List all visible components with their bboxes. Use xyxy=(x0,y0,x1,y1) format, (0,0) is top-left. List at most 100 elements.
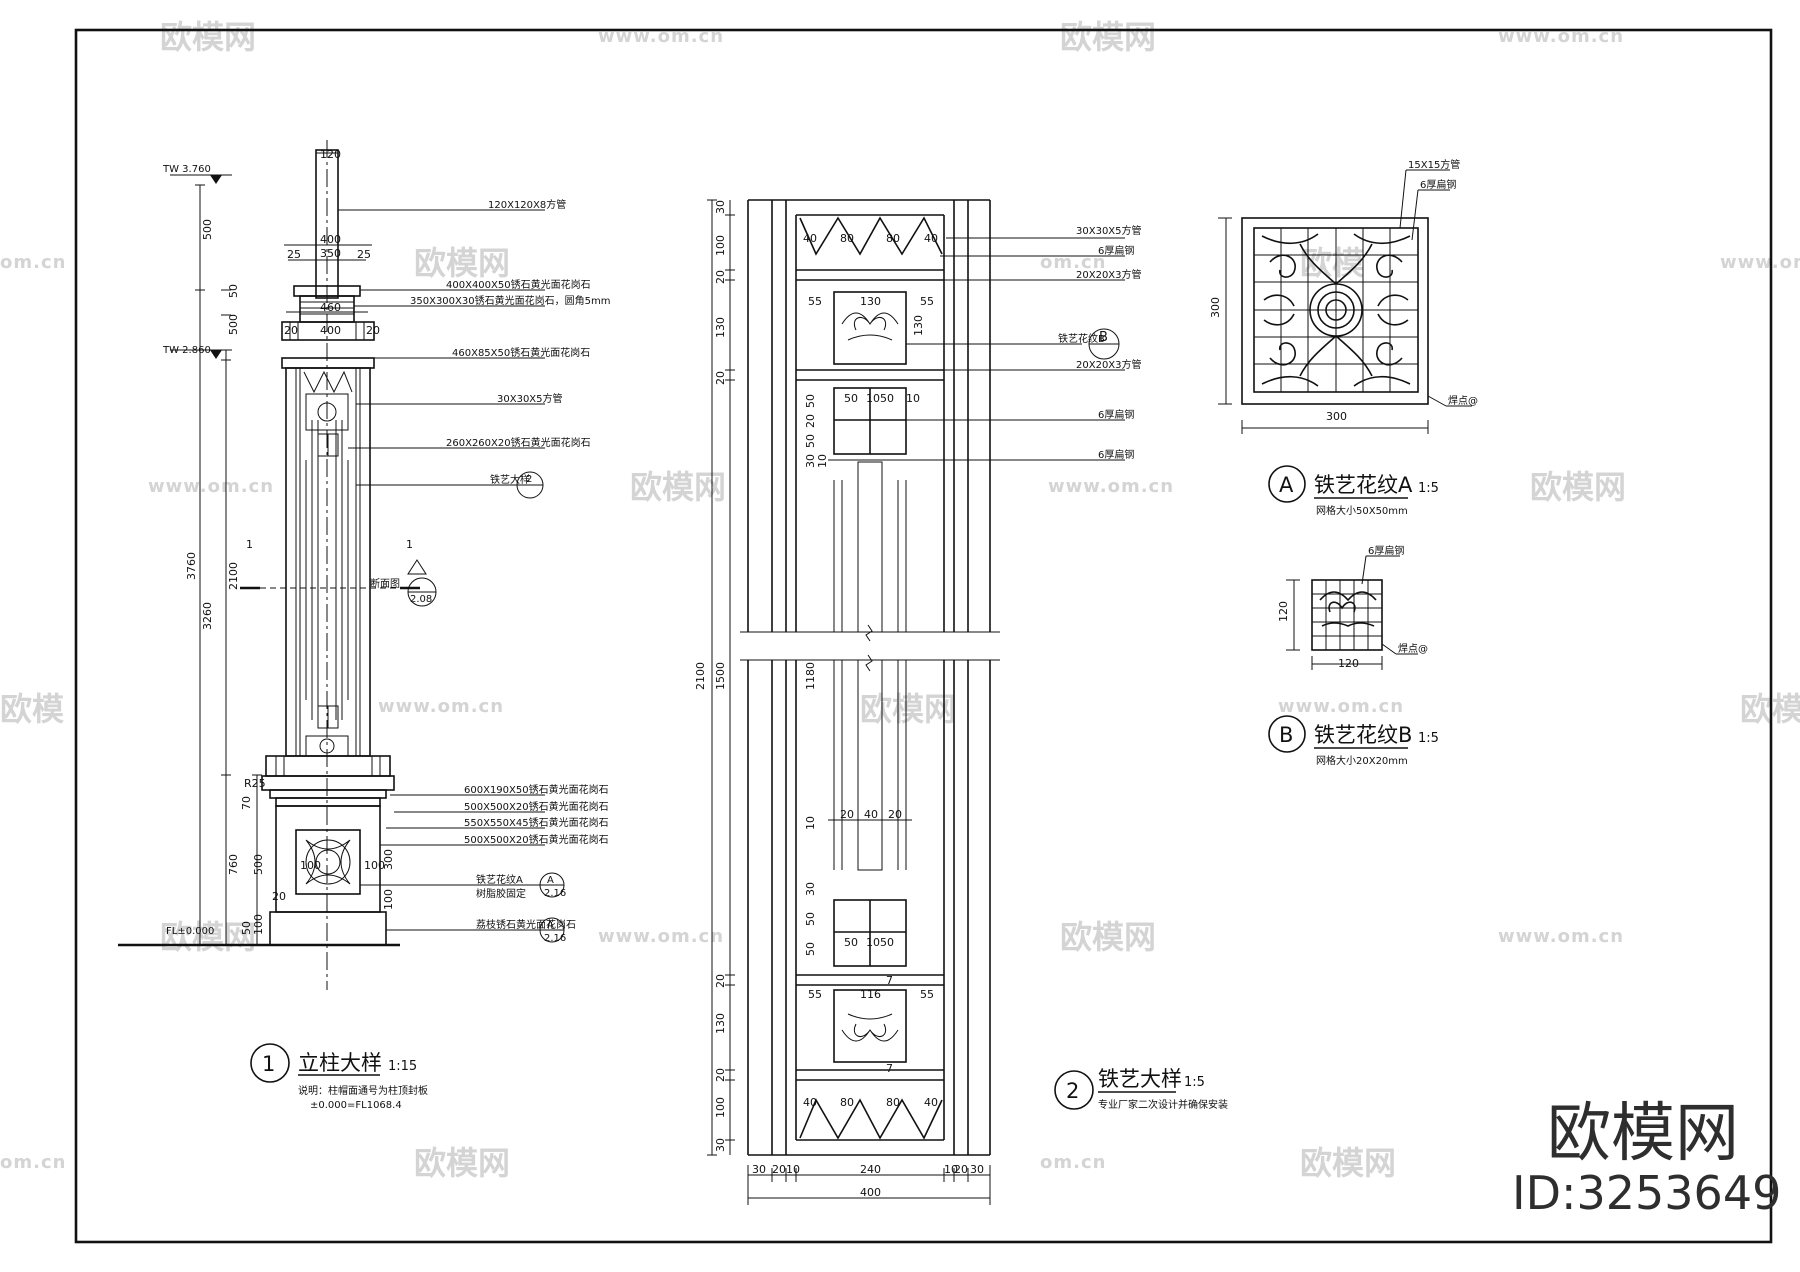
callout2-tube-20b: 20X20X3方管 xyxy=(1076,358,1142,371)
watermark-logo: 欧模网 xyxy=(414,244,510,282)
watermark-url: www.om.cn xyxy=(148,476,274,497)
watermark-url: www.om.cn xyxy=(598,926,724,947)
detail-a-scale: 1:5 xyxy=(1418,481,1439,496)
dim-460: 460 xyxy=(320,301,341,314)
watermark-logo: 欧模网 xyxy=(1530,468,1626,506)
dim-i-10c: 10 xyxy=(866,936,880,949)
callout2-flat-b: 6厚扁钢 xyxy=(1098,408,1134,421)
callout-stone-500a: 500X500X20锈石黄光面花岗石 xyxy=(464,800,609,813)
section-mark-right: 1 xyxy=(406,538,413,551)
detail-b-note: 网格大小20X20mm xyxy=(1316,754,1408,767)
dim-b-240: 240 xyxy=(860,1163,881,1176)
watermark-url: www.om.cn xyxy=(1278,696,1404,717)
watermark-url: om.cn xyxy=(0,252,66,273)
callout-stone-600: 600X190X50锈石黄光面花岗石 xyxy=(464,783,609,796)
detail-a-title: 铁艺花纹A xyxy=(1314,473,1413,497)
dim-i-50d: 50 xyxy=(880,936,894,949)
watermark-url: om.cn xyxy=(1040,252,1106,273)
dim-v-20-top: 20 xyxy=(714,270,727,284)
callout-tube-30: 30X30X5方管 xyxy=(497,392,563,405)
dim-v-20-bot: 20 xyxy=(714,1068,727,1082)
dim-25-left: 25 xyxy=(287,248,301,261)
callout-cap-400: 400X400X50锈石黄光面花岗石 xyxy=(446,278,591,291)
drawing1-title: 立柱大样 xyxy=(298,1051,382,1075)
pattern-a-detail: 300 300 15X15方管 6厚扁钢 焊点@ A 铁艺花纹A 1:5 网格大… xyxy=(1209,158,1478,517)
dim-i-130: 130 xyxy=(860,295,881,308)
bubble-ref-a1-sub: 2.16 xyxy=(544,888,566,899)
drawing1-scale: 1:15 xyxy=(388,1059,417,1074)
watermark-logo: 欧模网 xyxy=(1300,1144,1396,1182)
detail-a-note: 网格大小50X50mm xyxy=(1316,504,1408,517)
dim-20-left: 20 xyxy=(284,324,298,337)
watermark-logo: 欧模 xyxy=(0,690,64,728)
dim-400-capital: 400 xyxy=(320,324,341,337)
detail-b-callout-weld: 焊点@ xyxy=(1398,643,1428,655)
dim-i-55a: 55 xyxy=(808,295,822,308)
ironwork-detail-drawing: 30 100 20 130 20 50 20 50 30 10 2100 150… xyxy=(694,199,1228,1205)
dim-b-10a: 10 xyxy=(786,1163,800,1176)
dim-500: 500 xyxy=(201,219,214,240)
dim-i-116: 116 xyxy=(860,988,881,1001)
dim-i-80a: 80 xyxy=(840,232,854,245)
dim-v-50-b: 50 xyxy=(804,434,817,448)
dim-i-50a: 50 xyxy=(844,392,858,405)
dim-760: 760 xyxy=(227,854,240,875)
drawing1-number: 1 xyxy=(262,1052,275,1076)
watermark-url: www.om.cn xyxy=(378,696,504,717)
dim-3260: 3260 xyxy=(201,602,214,630)
dim-r25: R25 xyxy=(244,777,266,790)
watermark-layer: 欧模网 www.om.cn 欧模网 www.om.cn om.cn 欧模网 om… xyxy=(0,18,1800,1182)
dim-b-10b: 10 xyxy=(944,1163,958,1176)
dim-v-130-low: 130 xyxy=(714,1013,727,1034)
callout2-flat-a: 6厚扁钢 xyxy=(1098,244,1134,257)
dim-20-right: 20 xyxy=(366,324,380,337)
callout-cap-350: 350X300X30锈石黄光面花岗石，圆角5mm xyxy=(410,294,610,307)
dim-i-80d: 80 xyxy=(886,1096,900,1109)
dim-100-ped-low: 100 xyxy=(382,889,395,910)
callout2-flat-c: 6厚扁钢 xyxy=(1098,448,1134,461)
dim-v-50-a: 50 xyxy=(804,394,817,408)
dim-v-100-top: 100 xyxy=(714,235,727,256)
dim-300-ped: 300 xyxy=(382,849,395,870)
dim-i-55c: 55 xyxy=(808,988,822,1001)
dim-50-base: 50 xyxy=(240,921,253,935)
detail-b-scale: 1:5 xyxy=(1418,731,1439,746)
dim-i-80b: 80 xyxy=(886,232,900,245)
dim-70: 70 xyxy=(240,796,253,810)
level-label-top: TW 3.760 xyxy=(162,164,211,175)
dim-v-50-c: 50 xyxy=(804,912,817,926)
dim-b-30b: 30 xyxy=(970,1163,984,1176)
detail-b-dim-height: 120 xyxy=(1277,601,1290,622)
dim-i-130-v: 130 xyxy=(912,315,925,336)
dim-v-50-d: 50 xyxy=(804,942,817,956)
dim-i-40c: 40 xyxy=(864,808,878,821)
brand-id-text: ID:3253649 xyxy=(1512,1166,1782,1220)
dim-v-30-b: 30 xyxy=(804,882,817,896)
dim-b-20b: 20 xyxy=(954,1163,968,1176)
watermark-logo: 欧模网 xyxy=(160,918,256,956)
dim-100-ped-left: 100 xyxy=(300,859,321,872)
watermark-logo: 欧模网 xyxy=(1060,18,1156,56)
dim-2100: 2100 xyxy=(227,562,240,590)
detail-a-callout-weld: 焊点@ xyxy=(1448,395,1478,407)
bubble2-b: B xyxy=(1099,330,1108,345)
watermark-logo: 欧模 xyxy=(1300,244,1364,282)
watermark-url: om.cn xyxy=(0,1152,66,1173)
watermark-url: om.cn xyxy=(1040,1152,1106,1173)
watermark-logo: 欧模网 xyxy=(630,468,726,506)
detail-a-dim-width: 300 xyxy=(1326,410,1347,423)
watermark-logo: 欧模网 xyxy=(160,18,256,56)
drawing2-number: 2 xyxy=(1066,1079,1079,1103)
dim-b-400: 400 xyxy=(860,1186,881,1199)
callout-ironwork: 铁艺大样 xyxy=(490,473,530,486)
level-label-base: FL±0.000 xyxy=(166,926,214,937)
callout-pattern-a: 铁艺花纹A xyxy=(476,873,523,886)
dim-v-20-a: 20 xyxy=(804,414,817,428)
dim-i-55b: 55 xyxy=(920,295,934,308)
section-mark-left: 1 xyxy=(246,538,253,551)
dim-25-right: 25 xyxy=(357,248,371,261)
dim-i-50b: 50 xyxy=(880,392,894,405)
dim-20-ped: 20 xyxy=(272,890,286,903)
dim-v-20-low: 20 xyxy=(714,974,727,988)
bubble-ref-2: 2 xyxy=(526,474,532,485)
